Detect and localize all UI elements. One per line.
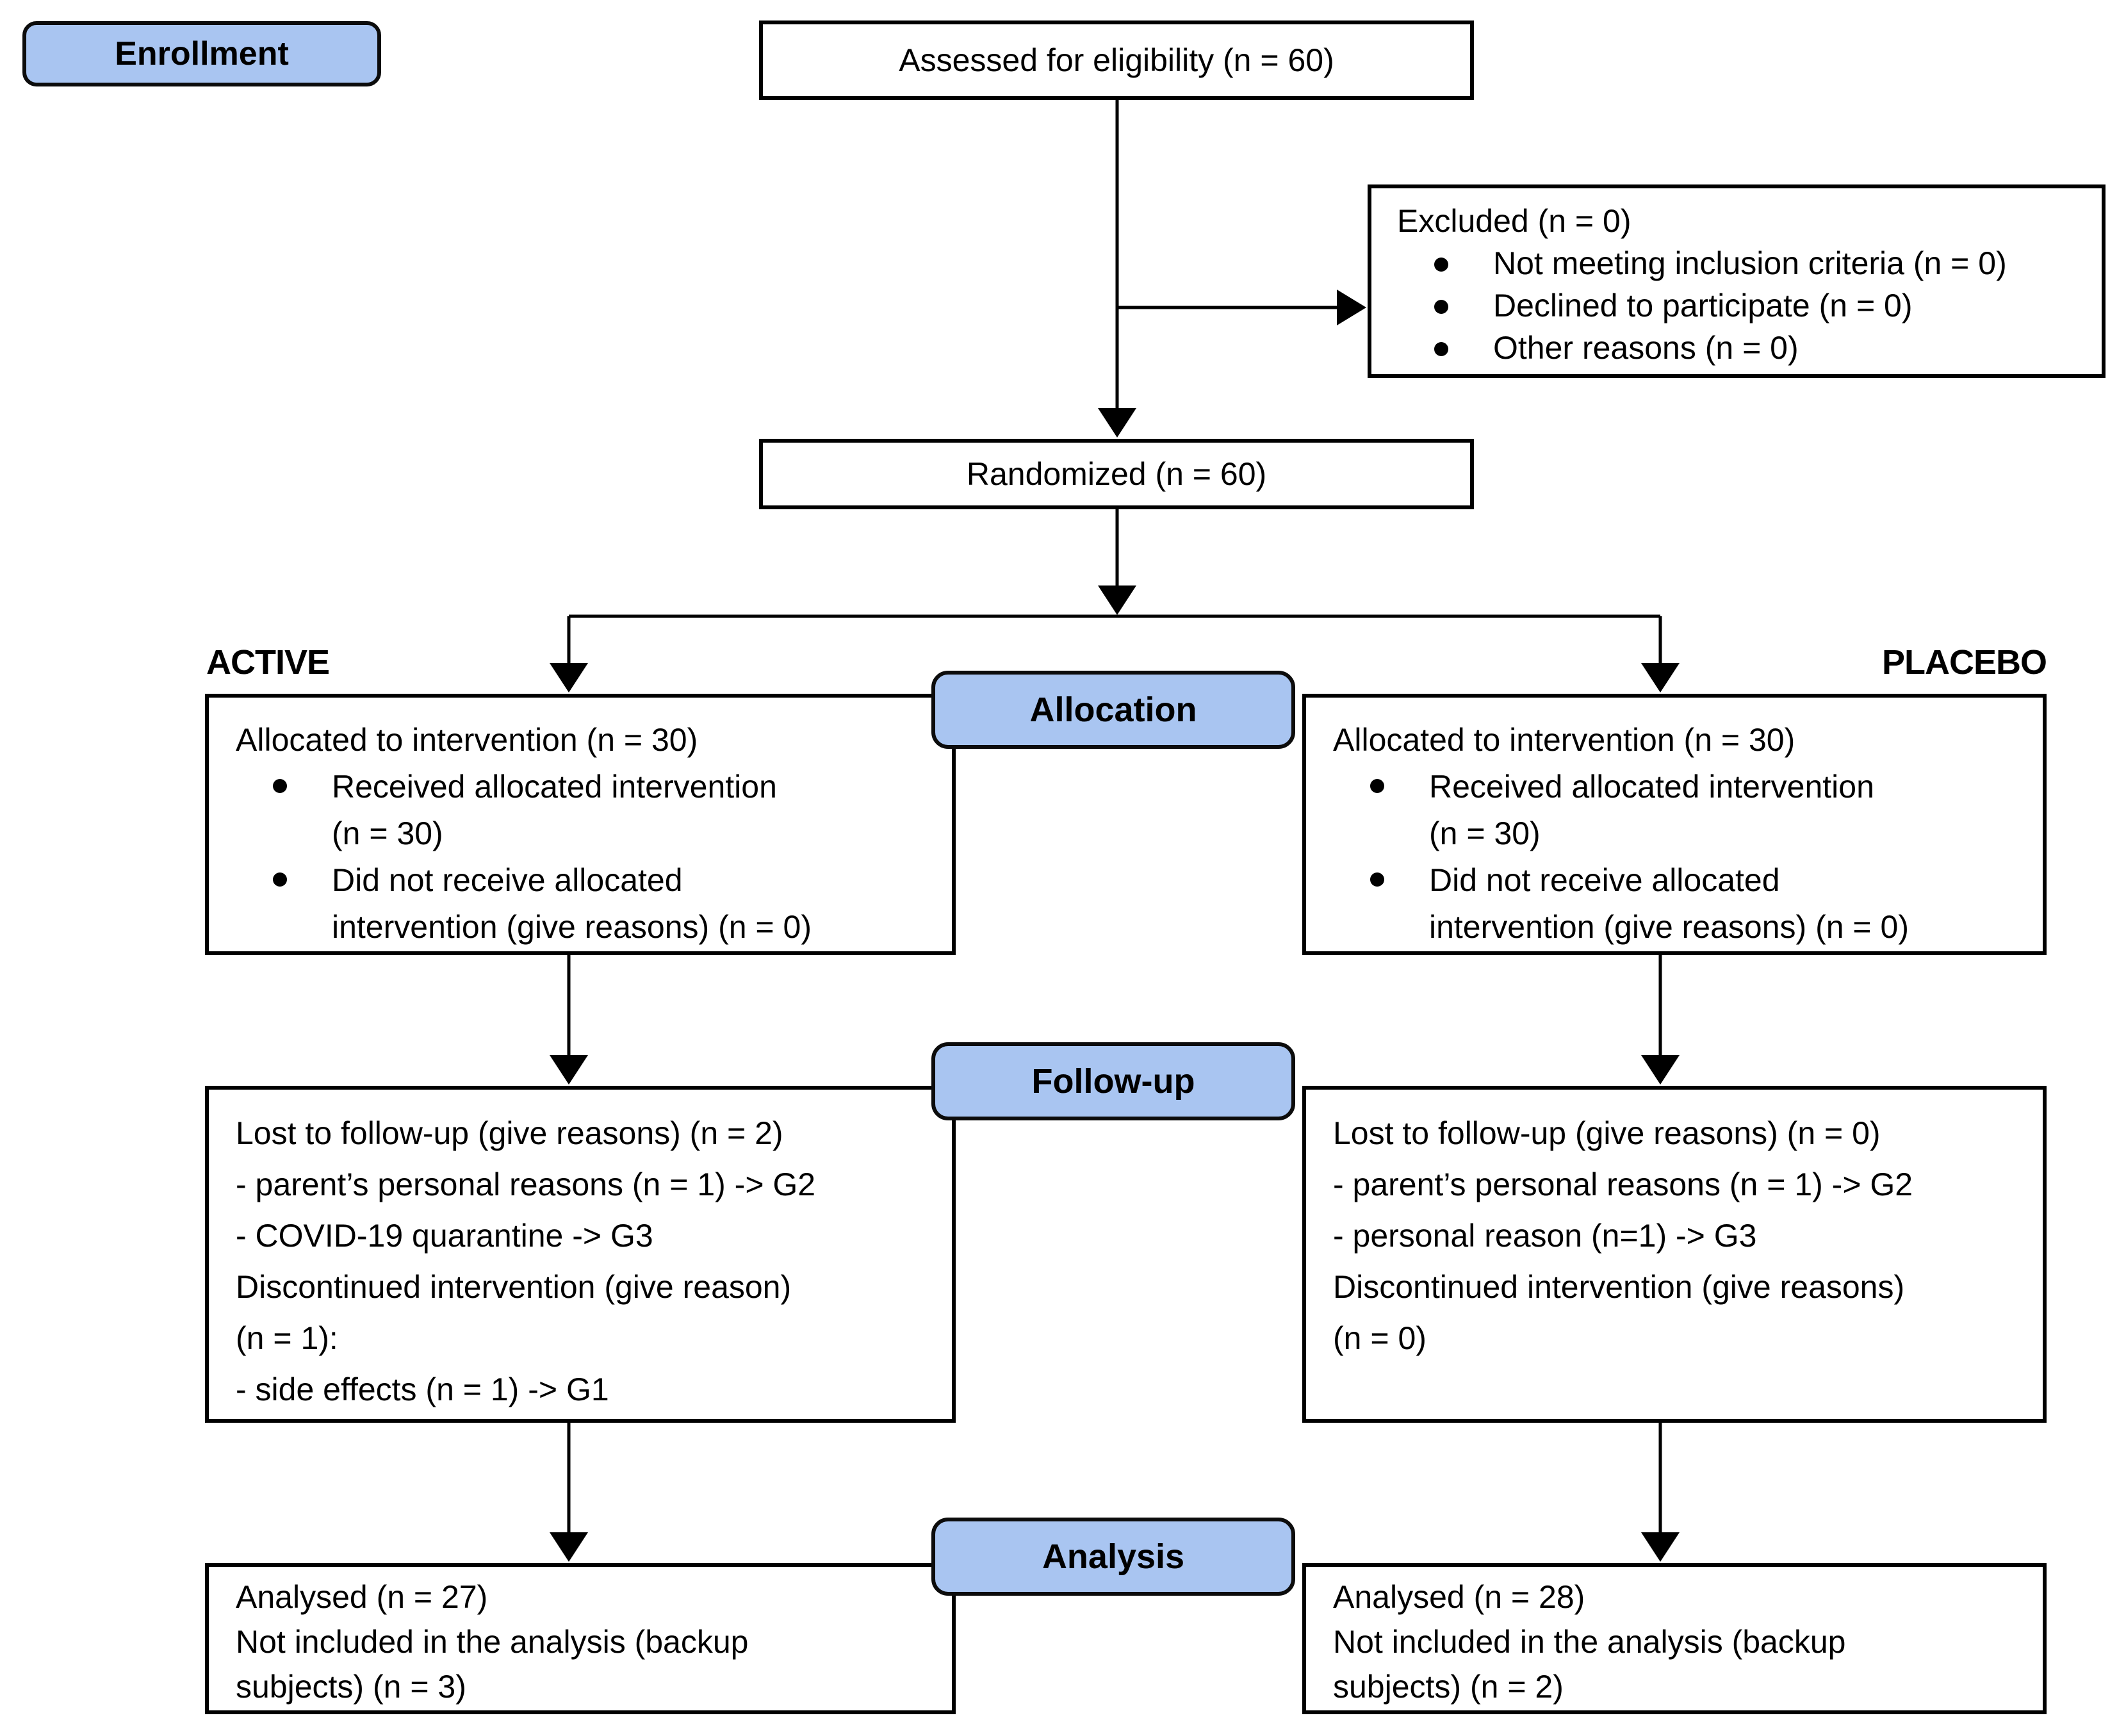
excluded-title: Excluded (n = 0)	[1397, 203, 1631, 239]
assessed-box: Assessed for eligibility (n = 60)	[759, 20, 1474, 100]
allocation-stage-label: Allocation	[1029, 691, 1197, 729]
analysis-line: Not included in the analysis (backup	[236, 1624, 749, 1660]
followup-line: - parent’s personal reasons (n = 1) -> G…	[236, 1167, 816, 1202]
arm-label-active: ACTIVE	[206, 643, 330, 682]
followup-line: Discontinued intervention (give reasons)	[1333, 1269, 1905, 1305]
allocation-stage-badge: Allocation	[931, 671, 1295, 749]
enrollment-stage-label: Enrollment	[115, 35, 289, 72]
arrowhead-left-followup	[550, 1055, 588, 1085]
followup-line: (n = 0)	[1333, 1320, 1427, 1356]
analysis-stage-badge: Analysis	[931, 1518, 1295, 1596]
allocation-item: Did not receive allocated intervention (…	[1333, 857, 2024, 951]
analysis-line: subjects) (n = 2)	[1333, 1669, 1564, 1705]
followup-line: (n = 1):	[236, 1320, 338, 1356]
analysis-line: Analysed (n = 27)	[236, 1579, 488, 1615]
followup-line: Discontinued intervention (give reason)	[236, 1269, 792, 1305]
allocation-list: Received allocated intervention (n = 30)…	[1333, 764, 2024, 951]
excluded-item: Other reasons (n = 0)	[1397, 327, 2082, 369]
allocation-list: Received allocated intervention (n = 30)…	[236, 764, 933, 951]
allocation-box-placebo: Allocated to intervention (n = 30) Recei…	[1302, 694, 2047, 955]
analysis-box-active: Analysed (n = 27) Not included in the an…	[205, 1563, 956, 1714]
arrowhead-into-excluded	[1337, 290, 1366, 325]
followup-line: Lost to follow-up (give reasons) (n = 0)	[1333, 1115, 1881, 1151]
bullet-icon	[1370, 872, 1384, 887]
followup-line: - personal reason (n=1) -> G3	[1333, 1218, 1757, 1254]
allocation-item: Received allocated intervention (n = 30)	[236, 764, 933, 857]
followup-line: - side effects (n = 1) -> G1	[236, 1372, 609, 1407]
assessed-text: Assessed for eligibility (n = 60)	[899, 42, 1334, 78]
enrollment-stage-badge: Enrollment	[22, 21, 381, 86]
followup-box-placebo: Lost to follow-up (give reasons) (n = 0)…	[1302, 1086, 2047, 1423]
arrowhead-right-analysis	[1641, 1532, 1680, 1562]
excluded-box: Excluded (n = 0) Not meeting inclusion c…	[1368, 184, 2106, 378]
bullet-icon	[1434, 342, 1448, 356]
analysis-line: subjects) (n = 3)	[236, 1669, 466, 1705]
followup-line: - parent’s personal reasons (n = 1) -> G…	[1333, 1167, 1913, 1202]
followup-line: - COVID-19 quarantine -> G3	[236, 1218, 653, 1254]
followup-stage-label: Follow-up	[1031, 1062, 1195, 1101]
followup-box-active: Lost to follow-up (give reasons) (n = 2)…	[205, 1086, 956, 1423]
followup-line: Lost to follow-up (give reasons) (n = 2)	[236, 1115, 783, 1151]
arrowhead-left-allocation	[550, 663, 588, 692]
analysis-stage-label: Analysis	[1042, 1537, 1185, 1576]
bullet-icon	[273, 872, 287, 887]
allocation-box-active: Allocated to intervention (n = 30) Recei…	[205, 694, 956, 955]
allocation-title: Allocated to intervention (n = 30)	[236, 722, 698, 758]
analysis-box-placebo: Analysed (n = 28) Not included in the an…	[1302, 1563, 2047, 1714]
arrowhead-into-split	[1098, 585, 1136, 615]
allocation-item: Did not receive allocated intervention (…	[236, 857, 933, 951]
excluded-item: Not meeting inclusion criteria (n = 0)	[1397, 242, 2082, 284]
bullet-icon	[273, 779, 287, 793]
randomized-box: Randomized (n = 60)	[759, 439, 1474, 509]
randomized-text: Randomized (n = 60)	[966, 456, 1267, 492]
bullet-icon	[1370, 779, 1384, 793]
excluded-list: Not meeting inclusion criteria (n = 0) D…	[1397, 242, 2082, 369]
analysis-line: Not included in the analysis (backup	[1333, 1624, 1846, 1660]
arrowhead-right-allocation	[1641, 663, 1680, 692]
bullet-icon	[1434, 300, 1448, 314]
excluded-item: Declined to participate (n = 0)	[1397, 284, 2082, 327]
arrowhead-right-followup	[1641, 1055, 1680, 1085]
analysis-line: Analysed (n = 28)	[1333, 1579, 1585, 1615]
allocation-title: Allocated to intervention (n = 30)	[1333, 722, 1795, 758]
arrowhead-into-randomized	[1098, 408, 1136, 438]
arrowhead-left-analysis	[550, 1532, 588, 1562]
arm-label-placebo: PLACEBO	[1881, 643, 2047, 682]
bullet-icon	[1434, 258, 1448, 272]
allocation-item: Received allocated intervention (n = 30)	[1333, 764, 2024, 857]
followup-stage-badge: Follow-up	[931, 1042, 1295, 1120]
